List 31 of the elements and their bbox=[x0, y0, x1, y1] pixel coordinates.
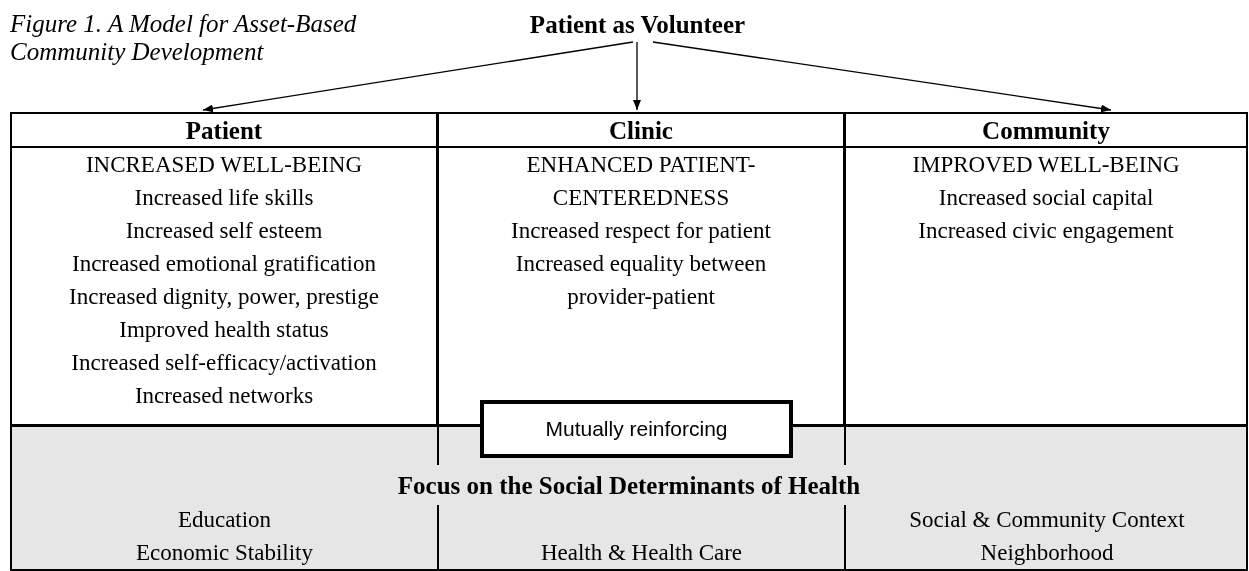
arrow bbox=[633, 41, 641, 111]
outcome-text: Increased emotional gratification bbox=[72, 250, 376, 278]
determinant-text: Health & Health Care bbox=[539, 539, 744, 567]
callout-box: Mutually reinforcing bbox=[480, 400, 793, 458]
determinant-text: Social & Community Context bbox=[908, 506, 1186, 534]
band-heading: Focus on the Social Determinants of Health bbox=[397, 471, 861, 501]
outcome-text: Increased civic engagement bbox=[918, 217, 1174, 245]
outcome-text: Increased self-efficacy/activation bbox=[71, 349, 377, 377]
header-label: Patient as Volunteer bbox=[490, 8, 785, 42]
determinant-text: Neighborhood bbox=[979, 539, 1115, 567]
table-column bbox=[844, 112, 1248, 426]
outcome-text: INCREASED WELL-BEING bbox=[85, 151, 363, 179]
outcome-text: Increased networks bbox=[134, 382, 314, 410]
outcome-text: Improved health status bbox=[119, 316, 329, 344]
column-heading: Clinic bbox=[609, 117, 673, 143]
column-heading: Patient bbox=[185, 117, 263, 143]
determinant-text: Education bbox=[176, 506, 273, 534]
outcome-text: Increased life skills bbox=[134, 184, 314, 212]
determinant-text: Economic Stability bbox=[135, 539, 314, 567]
outcome-text: Increased self esteem bbox=[125, 217, 323, 245]
arrow bbox=[202, 41, 634, 113]
table-column bbox=[10, 112, 438, 426]
outcome-text: Increased social capital bbox=[938, 184, 1154, 212]
outcome-text: IMPROVED WELL-BEING bbox=[912, 151, 1180, 179]
figure-title: Figure 1. A Model for Asset-Based Community Development bbox=[10, 10, 358, 66]
outcome-text: Increased respect for patient bbox=[511, 217, 771, 245]
outcome-text: Increased equality between provider-patient bbox=[514, 250, 768, 311]
column-heading: Community bbox=[982, 117, 1110, 143]
outcome-text: Increased dignity, power, prestige bbox=[69, 283, 379, 311]
arrow bbox=[652, 41, 1112, 113]
outcome-text: ENHANCED PATIENT-CENTEREDNESS bbox=[525, 151, 757, 212]
